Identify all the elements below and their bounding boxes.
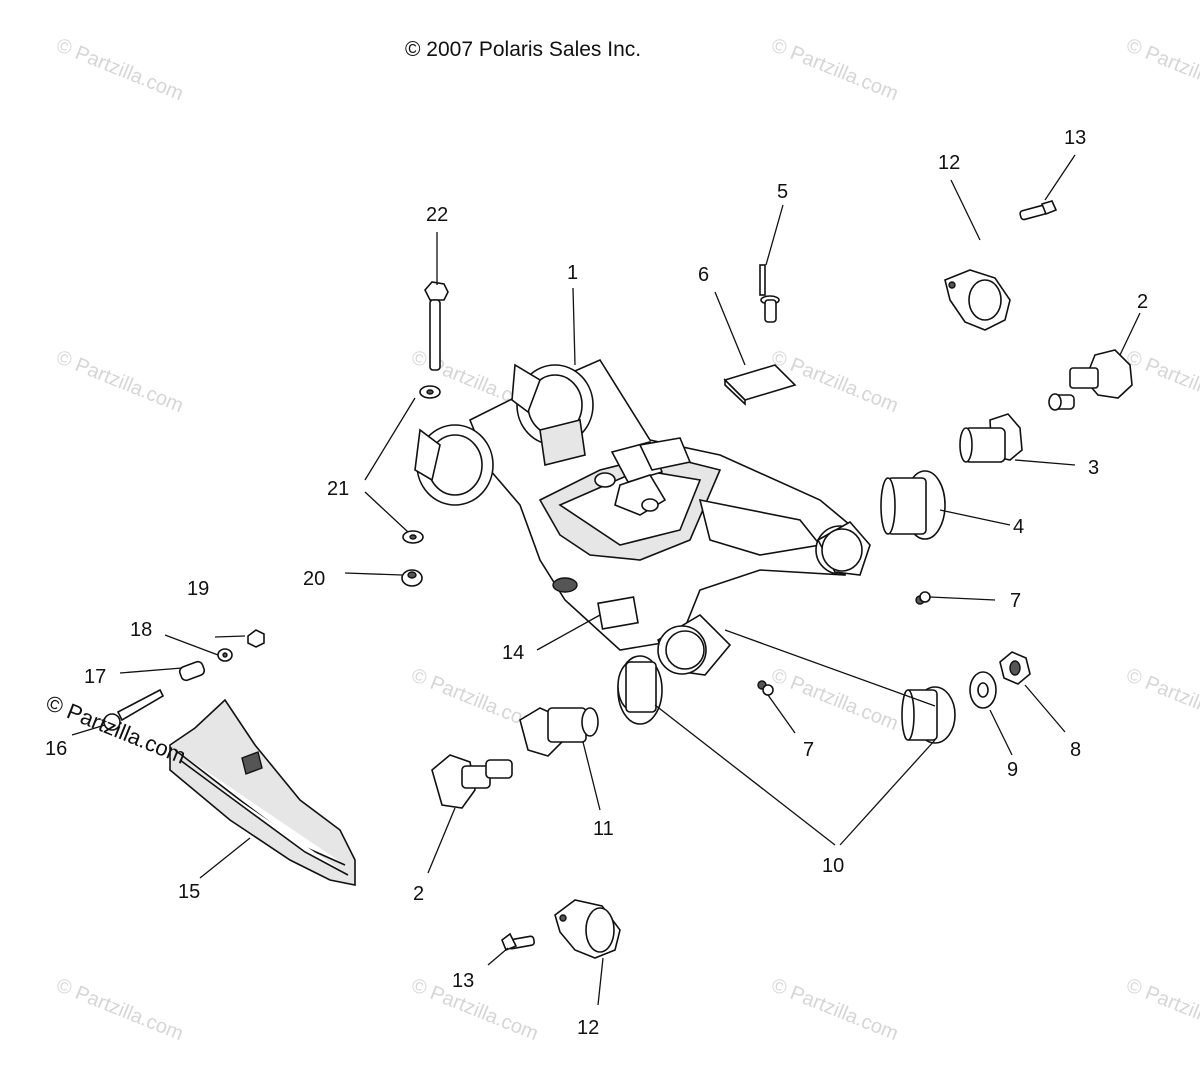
part-6-plate xyxy=(723,364,797,406)
watermark: © Partzilla.com xyxy=(53,346,186,417)
part-13-bolt-top xyxy=(1019,200,1058,221)
callout-19: 19 xyxy=(187,578,209,600)
watermark: © Partzilla.com xyxy=(1123,34,1200,105)
callout-3: 3 xyxy=(1088,457,1099,479)
callout-2-lower: 2 xyxy=(413,883,424,905)
part-12-lock-plate-top xyxy=(944,269,1011,331)
callout-1: 1 xyxy=(567,262,578,284)
watermark: © Partzilla.com xyxy=(768,974,901,1045)
part-21-washers xyxy=(402,385,441,544)
callout-11: 11 xyxy=(593,818,614,840)
part-swingarm xyxy=(414,358,871,676)
callout-7-lower: 7 xyxy=(803,739,814,761)
part-19-nut xyxy=(247,629,265,648)
watermark: © Partzilla.com xyxy=(1123,974,1200,1045)
part-11-bushing xyxy=(519,707,599,757)
watermark: © Partzilla.com xyxy=(768,34,901,105)
leader-lines xyxy=(71,154,1141,1006)
callout-10: 10 xyxy=(822,855,844,877)
callout-8: 8 xyxy=(1070,739,1081,761)
callout-22: 22 xyxy=(426,204,448,226)
callout-13: 13 xyxy=(1064,127,1086,149)
watermark: © Partzilla.com xyxy=(1123,346,1200,417)
callout-17: 17 xyxy=(84,666,106,688)
callout-5: 5 xyxy=(777,181,788,203)
watermark: © Partzilla.com xyxy=(768,664,901,735)
callout-14: 14 xyxy=(502,642,524,664)
part-15-slide xyxy=(169,698,356,886)
callout-6: 6 xyxy=(698,264,709,286)
callout-2: 2 xyxy=(1137,291,1148,313)
part-2-pivot-shaft-top xyxy=(1048,349,1133,411)
watermark: © Partzilla.com xyxy=(1123,664,1200,735)
callout-9: 9 xyxy=(1007,759,1018,781)
part-9-washer xyxy=(969,671,997,709)
part-3-bushing xyxy=(959,413,1023,463)
part-20-nut xyxy=(401,569,423,587)
callout-4: 4 xyxy=(1013,516,1024,538)
callout-18: 18 xyxy=(130,619,152,641)
copyright-notice: © 2007 Polaris Sales Inc. xyxy=(405,38,642,61)
callout-labels: 22 1 6 5 12 13 2 3 4 7 21 20 14 19 18 17… xyxy=(45,127,1148,1039)
callout-20: 20 xyxy=(303,568,325,590)
part-10-bushing-left xyxy=(617,655,663,725)
callout-7: 7 xyxy=(1010,590,1021,612)
callout-21: 21 xyxy=(327,478,349,500)
watermark: © Partzilla.com xyxy=(53,974,186,1045)
watermark: © Partzilla.com xyxy=(53,34,186,105)
callout-16: 16 xyxy=(45,738,67,760)
part-16-bolt xyxy=(103,688,165,731)
part-13-bolt-bottom xyxy=(501,932,535,952)
part-17-sleeve xyxy=(178,660,206,682)
callout-13-lower: 13 xyxy=(452,970,474,992)
part-7-grease-fitting-a xyxy=(915,591,931,605)
part-2-pivot-shaft-bottom xyxy=(431,754,513,809)
part-12-lock-plate-bottom xyxy=(554,899,621,959)
watermark: © Partzilla.com xyxy=(408,974,541,1045)
part-4-bushing xyxy=(880,470,946,540)
part-10-bushing-right xyxy=(901,686,956,744)
callout-12-lower: 12 xyxy=(577,1017,599,1039)
part-8-nut xyxy=(999,651,1031,685)
part-5-rivet xyxy=(759,264,780,323)
part-18-washer xyxy=(217,648,233,662)
part-22-bolt xyxy=(424,281,449,371)
callout-15: 15 xyxy=(178,881,200,903)
callout-12: 12 xyxy=(938,152,960,174)
